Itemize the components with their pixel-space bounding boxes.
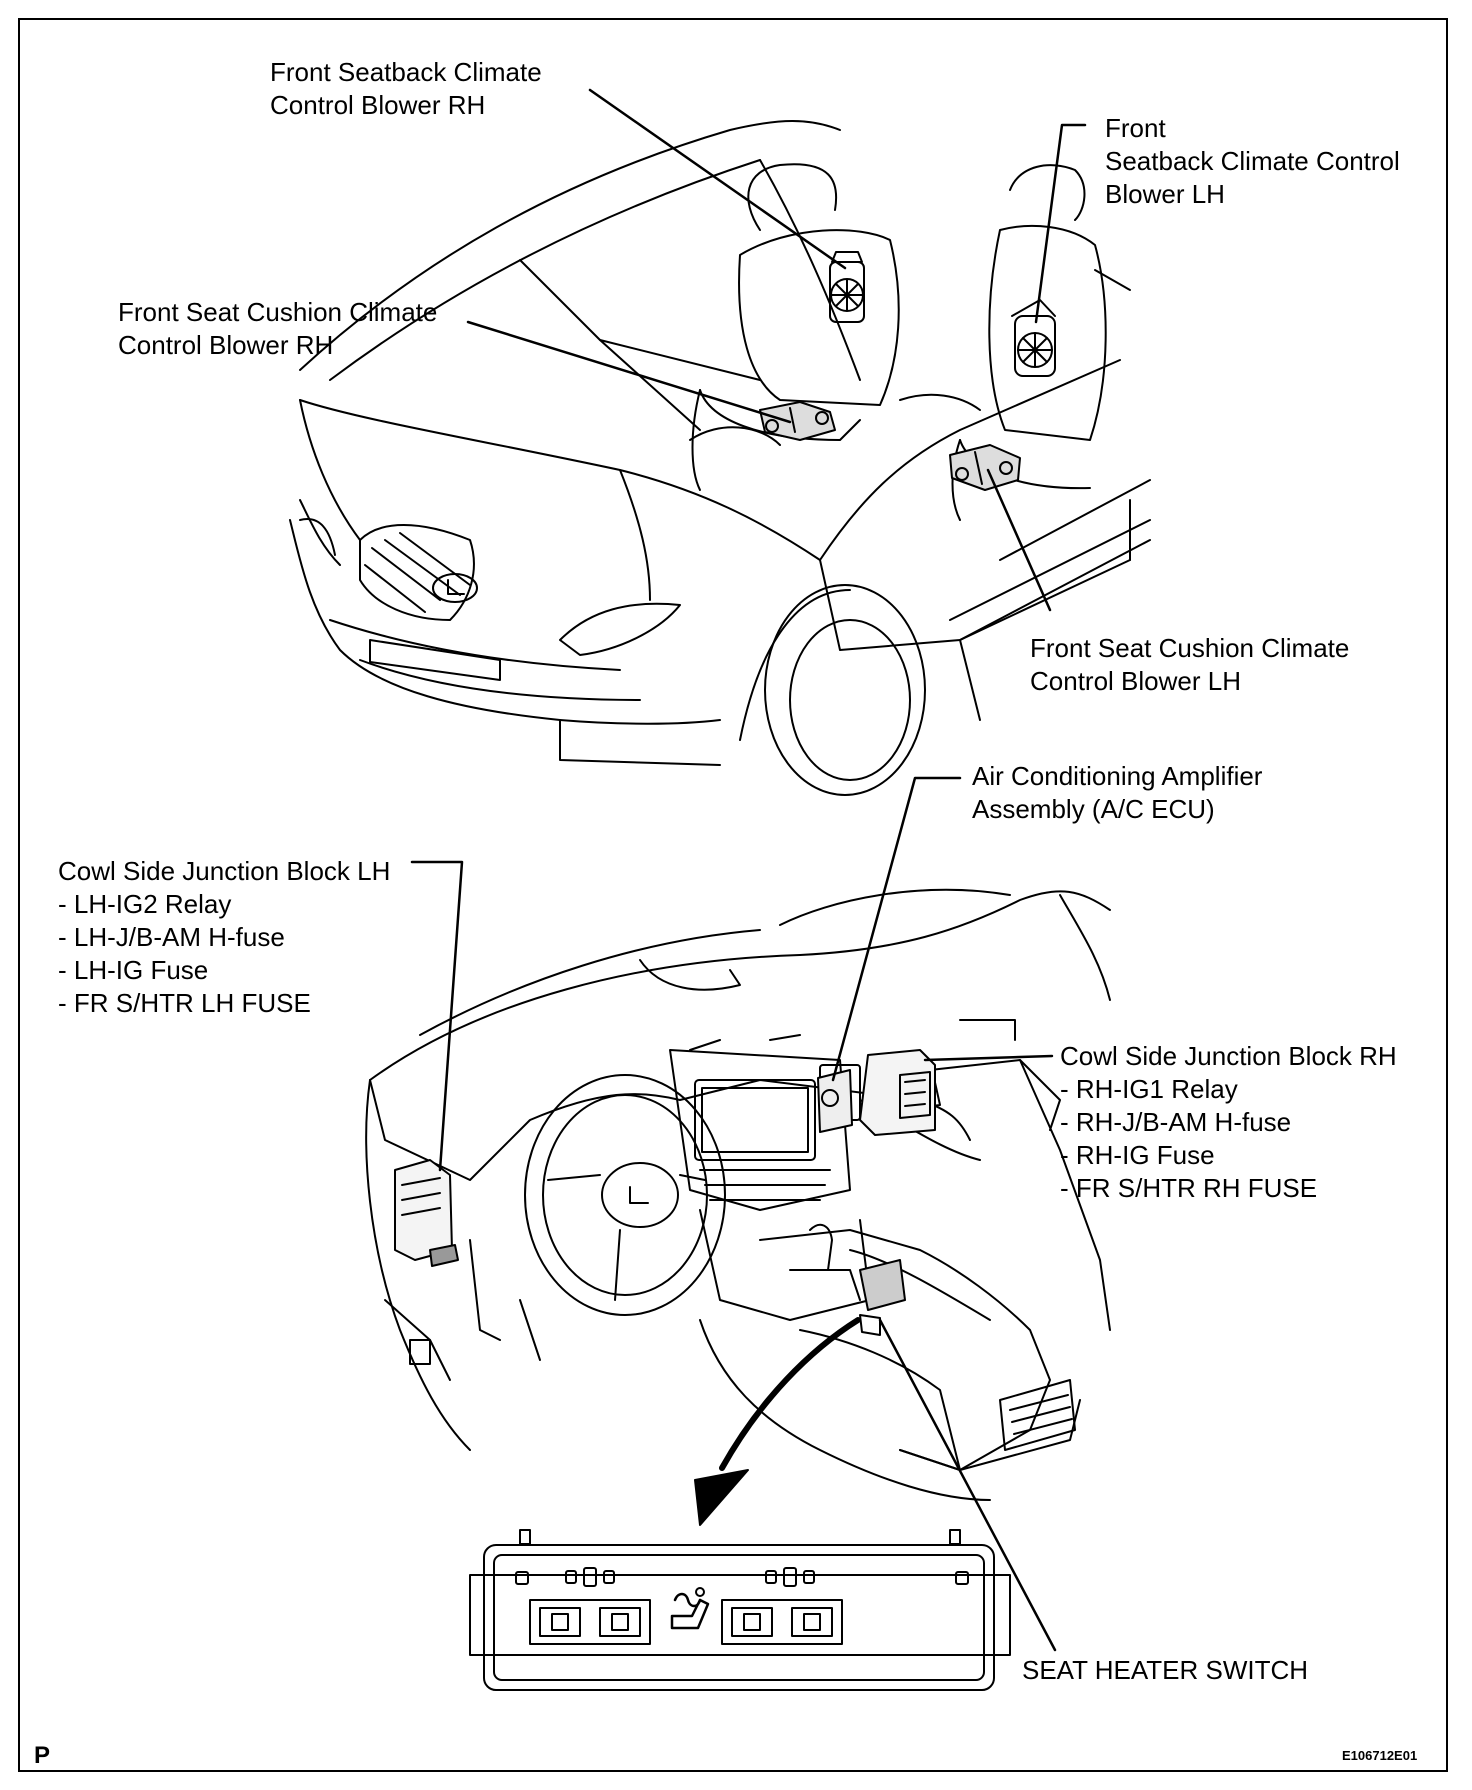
diagram-frame [18, 18, 1448, 1772]
label-cowl-junction-rh: Cowl Side Junction Block RH - RH-IG1 Rel… [1060, 1040, 1397, 1205]
leader-lines-lower [410, 776, 1057, 1652]
label-cushion-blower-rh: Front Seat Cushion Climate Control Blowe… [118, 296, 437, 362]
label-item: - RH-IG Fuse [1060, 1140, 1215, 1170]
label-line: Control Blower RH [270, 90, 486, 120]
label-seat-heater-switch: SEAT HEATER SWITCH [1022, 1655, 1309, 1685]
label-line: Assembly (A/C ECU) [972, 794, 1215, 824]
label-item: - RH-IG1 Relay [1060, 1074, 1238, 1104]
blower-cushion-lh-part [949, 444, 1021, 491]
label-line: Control Blower RH [118, 330, 334, 360]
seat-heater-switch-part [469, 1529, 1011, 1691]
label-item: - RH-J/B-AM H-fuse [1060, 1107, 1292, 1137]
label-line: Air Conditioning Amplifier [972, 761, 1263, 791]
label-title: Cowl Side Junction Block LH [58, 856, 391, 886]
label-item: - FR S/HTR LH FUSE [58, 988, 311, 1018]
label-line: Seatback Climate Control [1105, 146, 1400, 176]
leader-lines-upper [466, 88, 1087, 612]
label-line: Front Seat Cushion Climate [118, 297, 438, 327]
blower-seatback-lh-part [1011, 299, 1056, 377]
label-seatback-blower-rh: Front Seatback Climate Control Blower RH [270, 56, 542, 122]
label-cushion-blower-lh: Front Seat Cushion Climate Control Blowe… [1030, 632, 1349, 698]
blower-cushion-rh-part [759, 401, 836, 441]
label-line: Front Seat Cushion Climate [1030, 633, 1350, 663]
dashboard-outline [365, 888, 1111, 1501]
label-item: - FR S/HTR RH FUSE [1060, 1173, 1318, 1203]
label-line: Front [1105, 113, 1166, 143]
corner-mark: P [34, 1742, 51, 1769]
label-line: Blower LH [1105, 179, 1225, 209]
label-item: - LH-J/B-AM H-fuse [58, 922, 285, 952]
junction-block-rh-part [859, 1049, 936, 1136]
zoom-arrow-icon [694, 1317, 861, 1526]
label-item: - LH-IG Fuse [58, 955, 209, 985]
ac-amplifier-part [817, 1069, 853, 1133]
label-line: Control Blower LH [1030, 666, 1241, 696]
label-seatback-blower-lh: Front Seatback Climate Control Blower LH [1105, 112, 1400, 211]
label-title: Cowl Side Junction Block RH [1060, 1041, 1397, 1071]
label-ac-amplifier: Air Conditioning Amplifier Assembly (A/C… [972, 760, 1262, 826]
junction-block-lh-part [394, 1159, 459, 1267]
label-item: - LH-IG2 Relay [58, 889, 232, 919]
figure-id: E106712E01 [1342, 1748, 1418, 1763]
label-line: Front Seatback Climate [270, 57, 542, 87]
blower-seatback-rh-part [829, 251, 865, 323]
front-seats [691, 163, 1131, 521]
label-cowl-junction-lh: Cowl Side Junction Block LH - LH-IG2 Rel… [58, 855, 390, 1020]
